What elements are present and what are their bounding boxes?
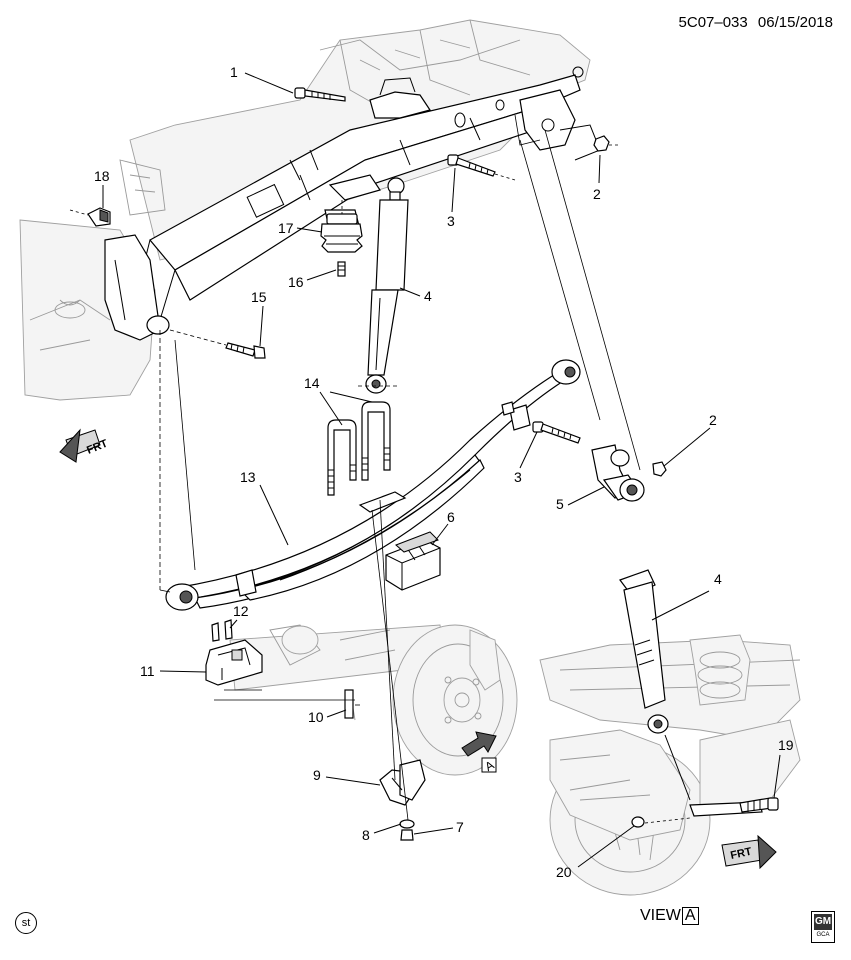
callout-7: 7 — [456, 819, 464, 835]
dashed-leader-lines — [159, 114, 641, 821]
header: 5C07–033 06/15/2018 — [679, 14, 833, 31]
callout-leaders — [102, 72, 781, 868]
callout-numbers: 1 2 2 3 3 4 4 4 5 6 7 8 9 10 11 12 13 14… — [94, 64, 794, 880]
frt-label-right: FRT — [729, 846, 753, 862]
bolt-1 — [294, 87, 346, 102]
bolt-15 — [169, 329, 266, 359]
st-badge: st — [15, 912, 37, 934]
view-a-arrow[interactable]: A — [461, 731, 497, 774]
callout-9: 9 — [313, 767, 321, 783]
gm-logo-line1: GM — [814, 914, 832, 930]
bolt-3-lower — [532, 421, 581, 444]
callout-6: 6 — [447, 509, 455, 525]
callout-12: 12 — [233, 603, 249, 619]
callout-14: 14 — [304, 375, 320, 391]
nut-2-lower — [652, 461, 667, 477]
brake-rotor — [392, 624, 518, 776]
callout-13: 13 — [240, 469, 256, 485]
doc-code: 5C07–033 — [678, 14, 748, 31]
callout-16: 16 — [288, 274, 304, 290]
spring-plate-11 — [205, 639, 263, 686]
callout-4-lower: 4 — [714, 571, 722, 587]
shackle — [591, 444, 645, 502]
callout-11: 11 — [140, 663, 155, 679]
doc-date: 06/15/2018 — [757, 14, 833, 31]
callout-3-lower: 3 — [514, 469, 522, 485]
bolt-3-upper — [447, 154, 516, 181]
callout-19: 19 — [778, 737, 794, 753]
frt-arrow-right: FRT — [721, 834, 777, 870]
bracket-9 — [379, 759, 426, 806]
jounce-bumper — [320, 200, 363, 253]
view-box-letter: A — [681, 907, 699, 925]
spring-seat — [358, 491, 441, 591]
gm-logo-line2: GCA — [816, 932, 830, 938]
clip-18 — [69, 207, 111, 227]
callout-17: 17 — [278, 220, 294, 236]
bolts-12 — [211, 619, 233, 642]
callout-18: 18 — [94, 168, 110, 184]
nut-2-upper — [593, 135, 620, 152]
callout-5: 5 — [556, 496, 564, 512]
callout-20: 20 — [556, 864, 572, 880]
washer-nut-7-8 — [399, 819, 415, 841]
frt-arrow-left: FRT — [59, 428, 110, 463]
callout-1: 1 — [230, 64, 238, 80]
shock-absorber-upper — [358, 177, 409, 394]
callout-3-upper: 3 — [447, 213, 455, 229]
frame-rail — [104, 66, 601, 341]
callout-8: 8 — [362, 827, 370, 843]
view-a-detail — [539, 569, 801, 896]
u-bolts — [327, 401, 391, 496]
axle-housing — [229, 624, 446, 721]
callout-15: 15 — [251, 289, 267, 305]
st-badge-label: st — [21, 917, 31, 929]
callout-10: 10 — [308, 709, 324, 725]
callout-4-upper: 4 — [424, 288, 432, 304]
leaf-spring — [165, 359, 581, 611]
gm-logo: GM GCA — [811, 911, 835, 943]
callout-2-upper: 2 — [593, 186, 601, 202]
callout-2-lower: 2 — [709, 412, 717, 428]
view-label: VIEW — [640, 907, 681, 924]
bolt-16 — [337, 261, 346, 277]
